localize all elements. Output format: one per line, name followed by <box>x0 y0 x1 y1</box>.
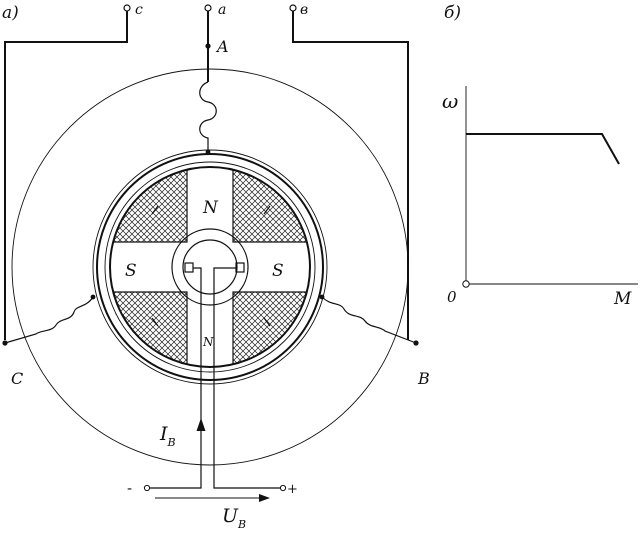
pole-n-bottom: N <box>202 335 214 349</box>
stator-outline <box>11 68 409 466</box>
series-line <box>466 133 620 165</box>
slip-ring <box>182 239 238 295</box>
terminal-b-label: в <box>300 2 308 18</box>
current-arrow-icon <box>196 418 206 431</box>
voltage-arrow-icon <box>259 494 270 502</box>
lead-plus <box>213 267 280 489</box>
rotor <box>110 167 310 367</box>
stator-bore-ring <box>96 153 324 381</box>
pole-n-top: N <box>202 198 219 218</box>
y-axis-label: ω <box>442 89 458 113</box>
terminal-c <box>123 4 131 12</box>
rotor-slot-marks <box>151 205 271 327</box>
panel-label-b: б) <box>444 3 461 23</box>
terminal-b <box>289 4 297 12</box>
origin-label: 0 <box>447 288 457 306</box>
wire-phase-c <box>4 11 128 340</box>
junction-a <box>205 43 211 49</box>
terminal-a-label: a <box>218 2 226 18</box>
phase-label-b: B <box>417 369 430 388</box>
stator-bore-outer <box>92 149 328 385</box>
current-label: IB <box>159 423 176 449</box>
winding-phase-c <box>4 296 94 344</box>
voltage-label: UB <box>222 505 246 529</box>
rotor-poles <box>110 167 310 367</box>
winding-c-end <box>90 294 96 300</box>
air-gap <box>104 161 316 373</box>
x-axis-label: M <box>613 289 632 309</box>
pole-s-left: S <box>125 261 137 281</box>
terminal-plus <box>279 484 287 492</box>
sign-plus: + <box>287 482 298 497</box>
lead-minus <box>150 267 202 489</box>
wire-phase-b <box>292 11 409 340</box>
phase-label-a: A <box>215 37 229 56</box>
terminal-a <box>204 4 212 12</box>
winding-phase-b <box>321 296 417 344</box>
pole-s-right: S <box>272 261 284 281</box>
speed-torque-chart: ω 0 M <box>442 86 638 309</box>
terminal-minus <box>143 484 151 492</box>
rotor-rim <box>109 166 311 368</box>
panel-label-a: а) <box>2 3 19 23</box>
terminal-c-label: c <box>135 2 143 18</box>
phase-label-c: C <box>11 369 23 388</box>
origin-marker <box>462 280 470 288</box>
shaft-circle <box>171 228 249 306</box>
winding-phase-a <box>199 81 217 152</box>
sign-minus: - <box>127 479 132 497</box>
